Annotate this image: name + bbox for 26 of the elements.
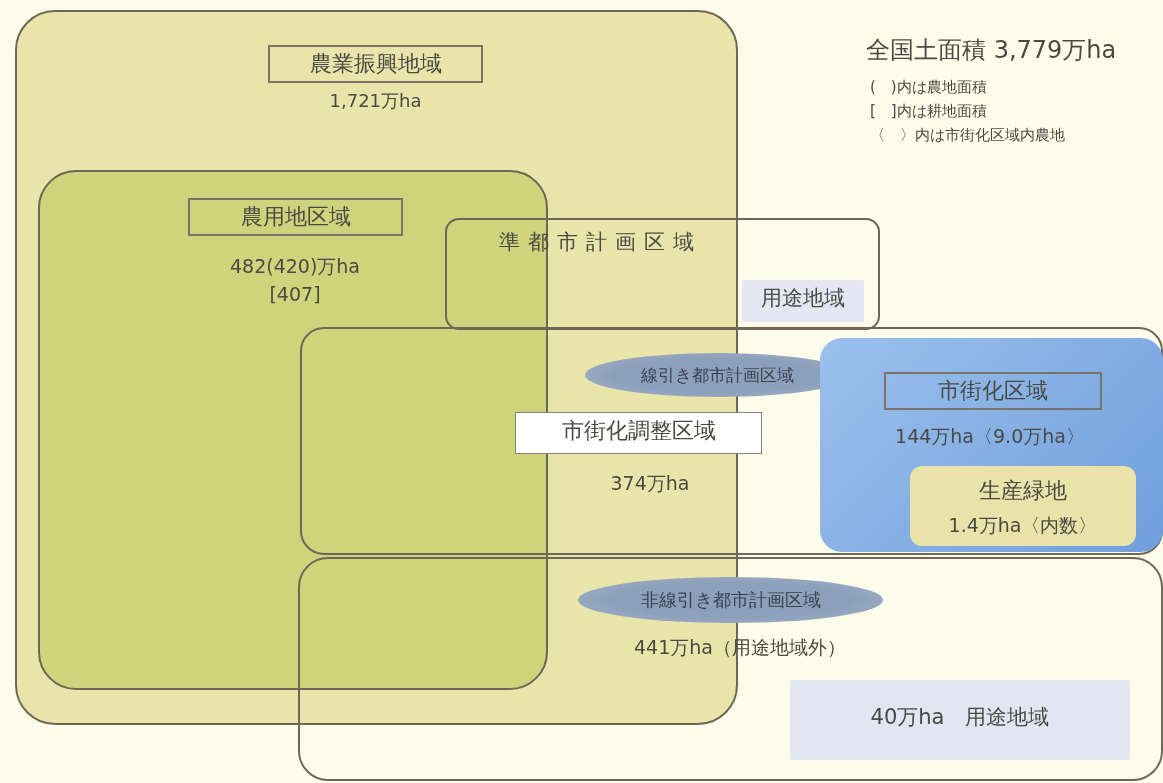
area-value: 144万ha〈9.0万ha〉	[894, 425, 1086, 448]
region-box	[300, 327, 1163, 555]
region-title: 農業振興地域	[268, 45, 483, 84]
region-title: 市街化調整区域	[560, 418, 717, 445]
zone-box	[742, 280, 864, 322]
title: 全国土面積 3,779万ha	[866, 36, 1117, 65]
zone-box	[910, 466, 1136, 546]
zone-title: 用途地域	[760, 286, 846, 312]
region-title: 農用地区域	[188, 198, 403, 237]
region-box	[298, 557, 1163, 781]
note: ( )内は農地面積	[870, 78, 987, 96]
region-box	[38, 170, 548, 690]
region-title: 市街化区域	[884, 372, 1102, 411]
region-box	[445, 218, 880, 330]
note: 〈 〉内は市街化区域内農地	[870, 126, 1065, 144]
zone-title: 生産緑地	[978, 478, 1068, 505]
zone-title: 40万ha 用途地域	[869, 705, 1051, 731]
region-box	[820, 338, 1163, 552]
area-value: 374万ha	[609, 472, 691, 495]
note: [ ]内は耕地面積	[870, 102, 987, 120]
zone-box	[790, 680, 1130, 760]
area-value: 1,721万ha	[328, 90, 423, 112]
area-value: 482(420)万ha	[228, 255, 361, 278]
area-value: 1.4万ha〈内数〉	[947, 514, 1099, 537]
area-value: [407]	[268, 283, 322, 306]
region-title: 非線引き都市計画区域	[578, 577, 883, 623]
